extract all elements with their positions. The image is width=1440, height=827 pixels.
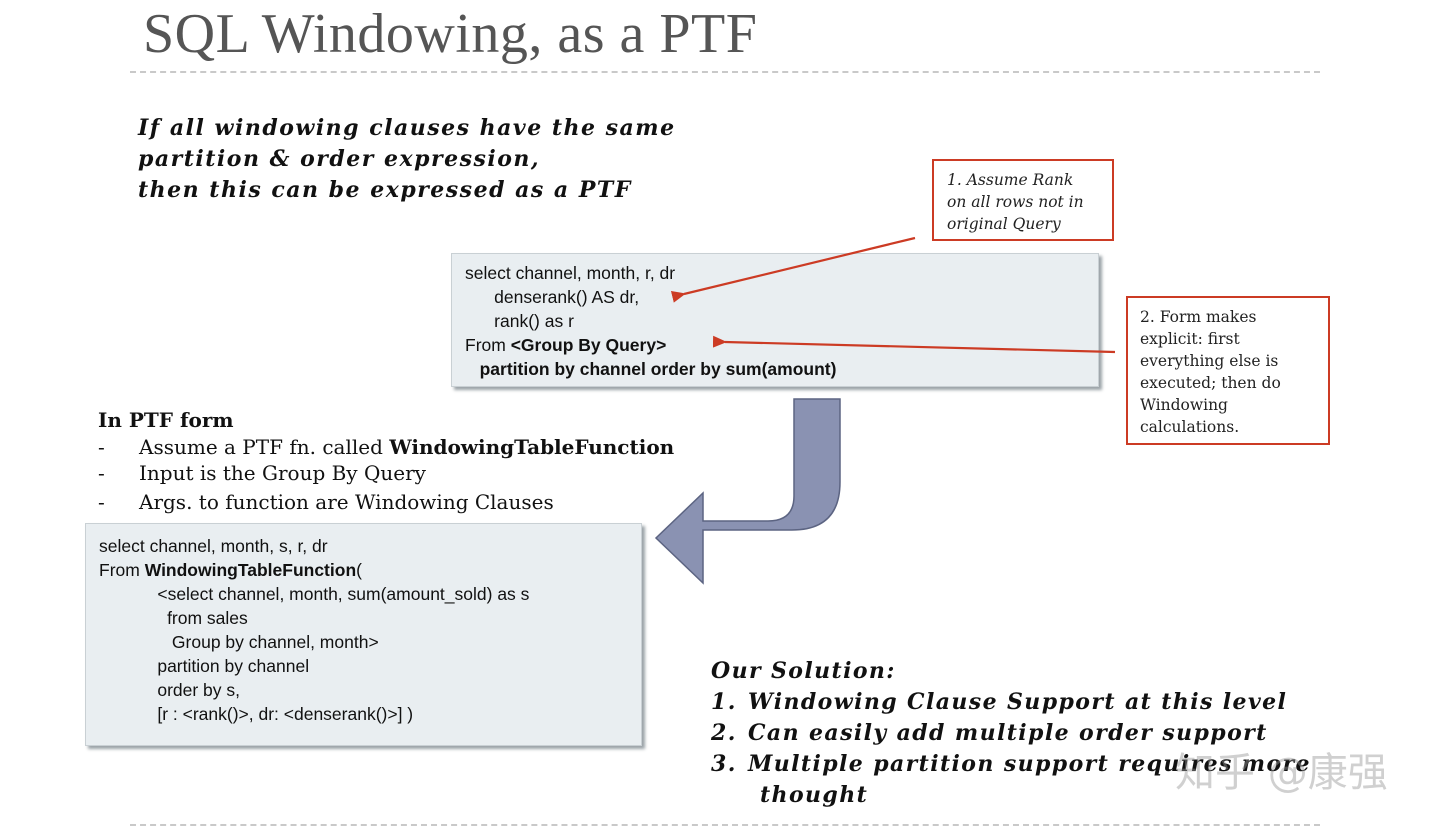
solution-number: 2.: [711, 720, 737, 746]
intro-statement: If all windowing clauses have the same p…: [138, 113, 676, 206]
bullet-text: Input is the Group By Query: [139, 461, 426, 485]
ptf-query-box: select channel, month, s, r, dr From Win…: [85, 523, 642, 746]
bullet-bold-text: WindowingTableFunction: [389, 434, 675, 459]
solution-item: 1. Windowing Clause Support at this level: [711, 687, 1311, 718]
callout-line: explicit: first: [1140, 330, 1240, 348]
solution-number: 1.: [711, 689, 737, 715]
code-line: From WindowingTableFunction(: [99, 558, 641, 582]
callout-line: 1. Assume Rank: [947, 171, 1074, 189]
zhihu-watermark: 知乎 @康强: [1175, 750, 1388, 796]
intro-line: then this can be expressed as a PTF: [138, 177, 632, 203]
callout-line: everything else is: [1140, 352, 1279, 370]
bullet-text: Args. to function are Windowing Clauses: [139, 489, 554, 514]
code-paren: (: [356, 560, 362, 580]
solution-text: Can easily add multiple order support: [748, 720, 1268, 746]
code-line: rank() as r: [465, 311, 574, 331]
solution-item: thought: [711, 780, 1311, 811]
solution-text: thought: [760, 782, 869, 808]
bullet-dash: -: [98, 434, 105, 459]
curved-flow-arrow: [654, 398, 841, 585]
ptf-bullet: - Assume a PTF fn. called WindowingTableF…: [98, 434, 674, 461]
code-keyword: From: [99, 560, 145, 580]
solution-text: Multiple partition support requires more: [748, 751, 1311, 777]
bullet-text: Assume a PTF fn. called: [139, 434, 390, 459]
callout-line: on all rows not in: [947, 193, 1084, 211]
code-line: partition by channel order by sum(amount…: [465, 357, 1098, 381]
code-line: [r : <rank()>, dr: <denserank()>] ): [99, 704, 414, 724]
callout2-pointer-arrow: [712, 335, 1116, 354]
ptf-bullet: - Input is the Group By Query: [98, 460, 674, 487]
callout-form-explicit: 2. Form makes explicit: first everything…: [1126, 296, 1330, 445]
code-line: select channel, month, s, r, dr: [99, 536, 328, 556]
bullet-dash: -: [98, 461, 105, 485]
callout1-pointer-arrow: [670, 236, 916, 303]
callout-assume-rank: 1. Assume Rank on all rows not in origin…: [932, 159, 1114, 241]
code-partition-clause: partition by channel order by sum(amount…: [465, 359, 837, 379]
callout-line: calculations.: [1140, 418, 1240, 436]
slide-title: SQL Windowing, as a PTF: [143, 3, 758, 65]
solution-item: 3. Multiple partition support requires mo…: [711, 749, 1311, 780]
callout-line: original Query: [947, 215, 1061, 233]
callout-line: Windowing: [1140, 396, 1228, 414]
code-line: partition by channel: [99, 656, 310, 676]
callout-line: 2. Form makes: [1140, 308, 1257, 326]
intro-line: If all windowing clauses have the same: [138, 115, 676, 141]
code-group-by-query: <Group By Query>: [510, 335, 667, 355]
solution-heading: Our Solution:: [711, 658, 896, 684]
code-line: order by s,: [99, 680, 241, 700]
code-function-name: WindowingTableFunction: [144, 560, 357, 580]
code-line: denserank() AS dr,: [465, 287, 640, 307]
code-line: <select channel, month, sum(amount_sold)…: [99, 584, 530, 604]
ptf-heading: In PTF form: [98, 408, 234, 432]
code-line: select channel, month, r, dr: [465, 263, 676, 283]
our-solution-section: Our Solution: 1. Windowing Clause Support…: [711, 656, 1311, 811]
code-line: Group by channel, month>: [99, 632, 379, 652]
callout-line: executed; then do: [1140, 374, 1281, 392]
solution-item: 2. Can easily add multiple order support: [711, 718, 1311, 749]
bottom-divider: [130, 824, 1320, 826]
intro-line: partition & order expression,: [138, 146, 541, 172]
code-line: from sales: [99, 608, 248, 628]
solution-number: 3.: [711, 751, 737, 777]
bullet-dash: -: [98, 489, 105, 514]
top-divider: [130, 71, 1320, 73]
windowing-query-box: select channel, month, r, dr denserank()…: [451, 253, 1099, 387]
code-keyword: From: [465, 335, 511, 355]
ptf-bullet: - Args. to function are Windowing Clauses: [98, 489, 674, 516]
code-line: From <Group By Query>: [465, 333, 1098, 357]
ptf-form-section: In PTF form - Assume a PTF fn. called Win…: [98, 407, 674, 515]
solution-text: Windowing Clause Support at this level: [748, 689, 1288, 715]
